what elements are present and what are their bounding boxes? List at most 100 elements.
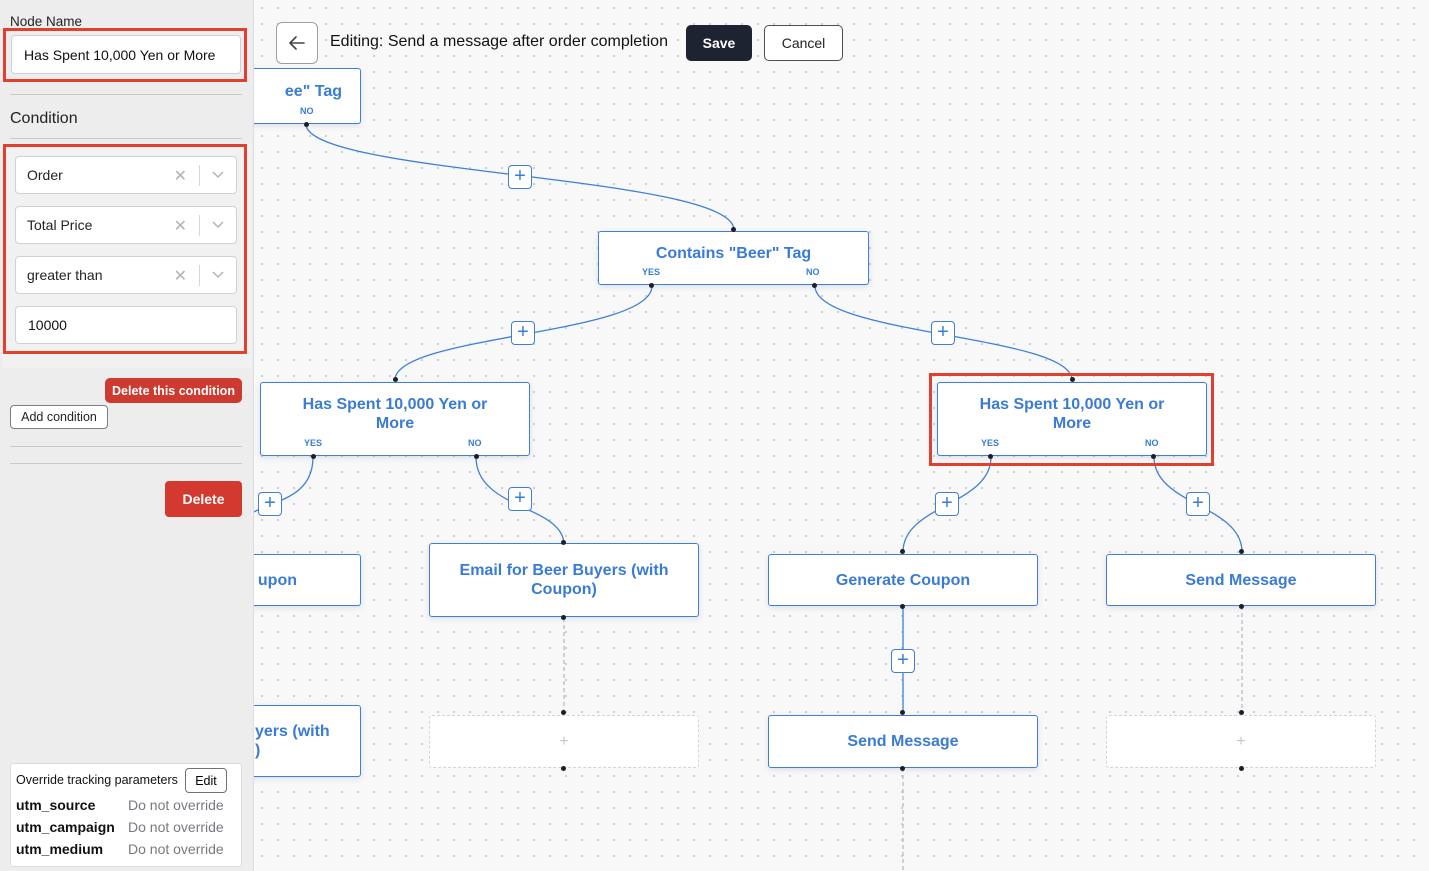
port-dot	[1239, 710, 1244, 715]
back-button[interactable]	[276, 22, 318, 64]
port-dot	[561, 615, 566, 620]
select-value: Total Price	[27, 217, 93, 233]
node-label: Contains "Beer" Tag	[655, 244, 812, 262]
flow-node-send-message-1[interactable]: Send Message	[1106, 554, 1376, 606]
select-separator	[199, 165, 200, 186]
port-dot	[988, 454, 993, 459]
tracking-key: utm_medium	[16, 841, 104, 857]
node-label: ee" Tag	[284, 82, 342, 100]
node-label: Generate Coupon	[835, 571, 971, 589]
condition-value-input[interactable]: 10000	[15, 306, 237, 344]
flow-node-contains-beer[interactable]: Contains "Beer" Tag YES NO	[598, 231, 869, 285]
add-step-button[interactable]: +	[511, 321, 535, 345]
port-dot	[900, 604, 905, 609]
port-dot	[561, 766, 566, 771]
flow-node-send-message-2[interactable]: Send Message	[768, 715, 1038, 768]
add-step-button[interactable]: +	[931, 321, 955, 345]
port-dot	[649, 283, 654, 288]
add-step-button[interactable]: +	[508, 487, 532, 511]
node-settings-sidebar: Node Name Has Spent 10,000 Yen or More C…	[0, 0, 254, 871]
tracking-edit-button[interactable]: Edit	[185, 768, 227, 793]
node-name-label: Node Name	[10, 14, 83, 29]
flow-node-coupon-partial[interactable]: upon	[254, 554, 361, 606]
add-step-button[interactable]: +	[935, 492, 959, 516]
tracking-key: utm_campaign	[16, 819, 115, 835]
port-dot	[731, 227, 736, 232]
port-dot	[311, 454, 316, 459]
condition-heading: Condition	[10, 110, 78, 127]
select-separator	[199, 265, 200, 286]
port-dot	[1070, 377, 1075, 382]
node-label: Send Message	[1185, 571, 1297, 589]
no-port-label: NO	[300, 106, 314, 116]
yes-port-label: YES	[304, 438, 323, 448]
node-name-input[interactable]: Has Spent 10,000 Yen or More	[11, 35, 241, 74]
node-label: Has Spent 10,000 Yen or More	[979, 396, 1165, 432]
flow-node-generate-coupon[interactable]: Generate Coupon	[768, 554, 1038, 606]
select-value: Order	[27, 167, 63, 183]
port-dot	[900, 710, 905, 715]
divider	[10, 446, 242, 447]
tracking-title: Override tracking parameters	[16, 773, 178, 787]
port-dot	[1239, 549, 1244, 554]
clear-icon[interactable]: ✕	[173, 218, 187, 235]
tracking-value: Do not override	[128, 841, 224, 857]
clear-icon[interactable]: ✕	[173, 168, 187, 185]
save-button[interactable]: Save	[686, 25, 752, 61]
cancel-button[interactable]: Cancel	[764, 25, 843, 61]
add-step-button[interactable]: +	[258, 492, 282, 516]
condition-operator-select[interactable]: greater than ✕	[15, 256, 237, 294]
port-dot	[812, 283, 817, 288]
edge-left-yes	[254, 456, 314, 513]
node-label: yers (with )	[255, 723, 330, 759]
flow-node-email-beer[interactable]: Email for Beer Buyers (with Coupon)	[429, 543, 699, 617]
flow-node-empty-1[interactable]: +	[429, 715, 699, 768]
condition-object-select[interactable]: Order ✕	[15, 156, 237, 194]
add-placeholder-icon: +	[559, 733, 569, 750]
divider	[10, 138, 242, 139]
divider	[10, 94, 242, 95]
port-dot	[900, 549, 905, 554]
yes-port-label: YES	[981, 438, 1000, 448]
port-dot	[1151, 454, 1156, 459]
add-step-button[interactable]: +	[1186, 492, 1210, 516]
add-step-button[interactable]: +	[508, 165, 532, 189]
flow-node-buyers-partial[interactable]: yers (with )	[254, 705, 361, 777]
port-dot	[900, 766, 905, 771]
port-dot	[393, 377, 398, 382]
tracking-parameters-panel: Override tracking parameters Edit utm_so…	[10, 763, 242, 867]
port-dot	[1239, 604, 1244, 609]
no-port-label: NO	[1145, 438, 1159, 448]
add-condition-button[interactable]: Add condition	[10, 405, 108, 429]
flow-canvas[interactable]: ee" Tag NO Contains "Beer" Tag YES NO Ha…	[254, 0, 1429, 871]
node-label: upon	[257, 571, 297, 589]
delete-condition-button[interactable]: Delete this condition	[105, 378, 242, 403]
flow-node-spent-left[interactable]: Has Spent 10,000 Yen or More YES NO	[260, 382, 530, 456]
add-step-button[interactable]: +	[891, 649, 915, 673]
clear-icon[interactable]: ✕	[173, 268, 187, 285]
port-dot	[1239, 766, 1244, 771]
yes-port-label: YES	[642, 267, 661, 277]
flow-node-top-partial[interactable]: ee" Tag NO	[254, 68, 361, 124]
flow-node-empty-2[interactable]: +	[1106, 715, 1376, 768]
port-dot	[474, 454, 479, 459]
tracking-value: Do not override	[128, 797, 224, 813]
node-label: Email for Beer Buyers (with Coupon)	[459, 562, 669, 598]
delete-node-button[interactable]: Delete	[165, 481, 242, 517]
select-value: greater than	[27, 267, 103, 283]
no-port-label: NO	[468, 438, 482, 448]
chevron-down-icon[interactable]	[212, 221, 224, 229]
divider	[10, 463, 242, 464]
add-placeholder-icon: +	[1236, 733, 1246, 750]
port-dot	[561, 710, 566, 715]
chevron-down-icon[interactable]	[212, 271, 224, 279]
no-port-label: NO	[806, 267, 820, 277]
node-label: Has Spent 10,000 Yen or More	[302, 396, 488, 432]
tracking-key: utm_source	[16, 797, 96, 813]
node-label: Send Message	[847, 733, 959, 750]
chevron-down-icon[interactable]	[212, 171, 224, 179]
flow-node-spent-right[interactable]: Has Spent 10,000 Yen or More YES NO	[937, 382, 1207, 456]
condition-field-select[interactable]: Total Price ✕	[15, 206, 237, 244]
select-separator	[199, 215, 200, 236]
tracking-value: Do not override	[128, 819, 224, 835]
